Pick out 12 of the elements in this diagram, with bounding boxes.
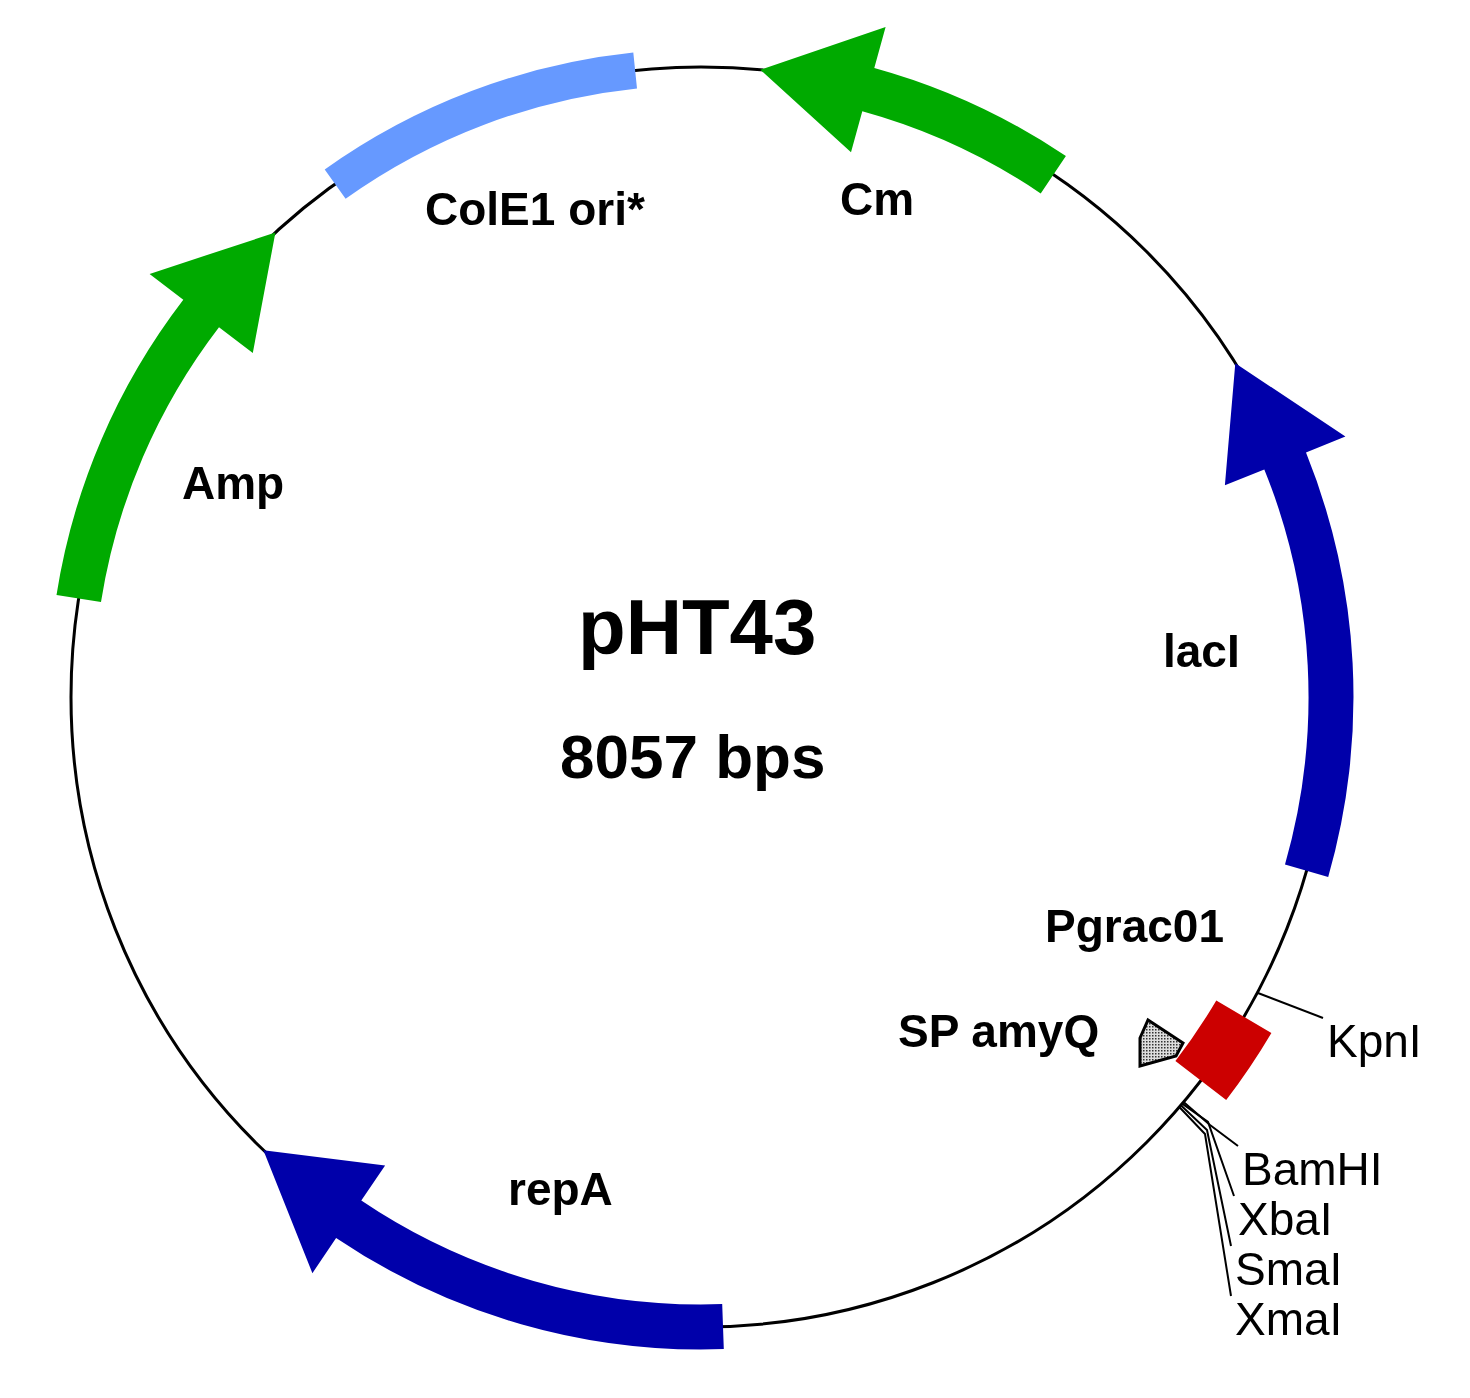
feature-label: ColE1 ori* [425,186,645,232]
leader-line [1182,1101,1239,1147]
restriction-site-label: BamHI [1242,1146,1383,1192]
feature-label: Cm [840,176,915,222]
leader-line [1256,991,1324,1019]
leader-line [1181,1102,1235,1197]
leader-line [1179,1104,1232,1247]
restriction-site-label: XmaI [1235,1296,1343,1342]
feature-label: lacI [1163,628,1240,674]
leader-line [1178,1106,1232,1297]
restriction-site-label: XbaI [1238,1196,1333,1242]
restriction-site-label: SmaI [1235,1246,1343,1292]
